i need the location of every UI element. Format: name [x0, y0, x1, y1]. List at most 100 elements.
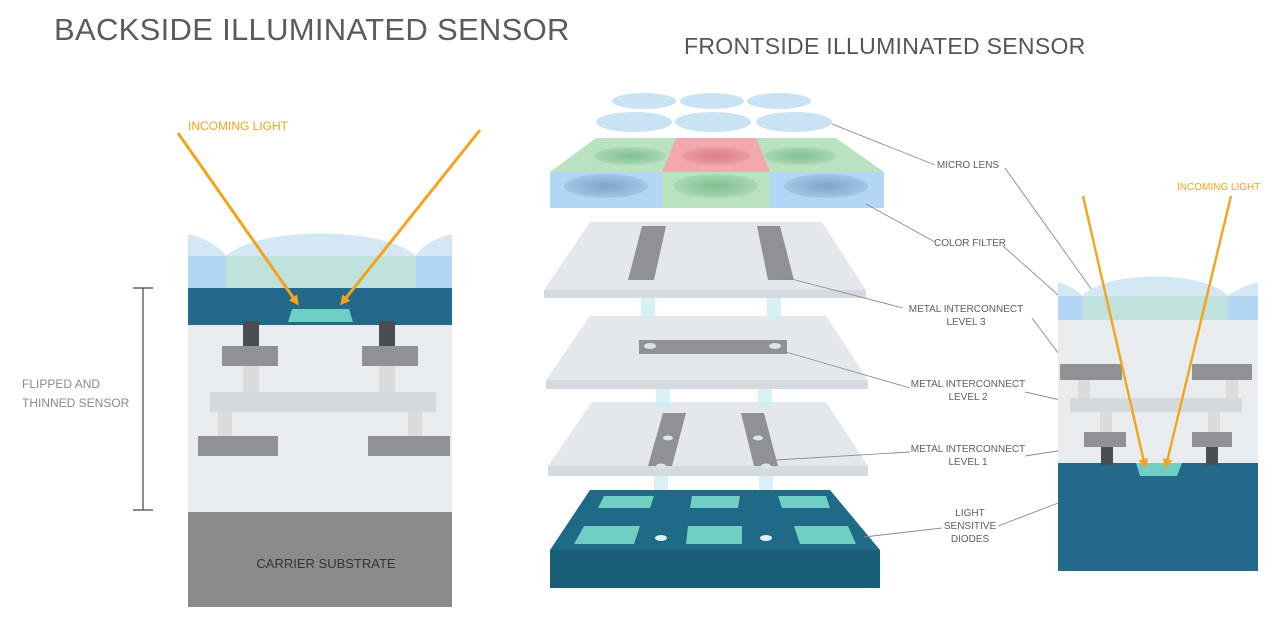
metal-pad [1192, 364, 1252, 380]
via-light [218, 412, 232, 436]
diode [686, 526, 742, 544]
via-dark [1101, 447, 1113, 465]
via-light [1226, 380, 1238, 398]
label-metal1-line2: LEVEL 1 [948, 457, 988, 468]
label-diodes-line1: LIGHT [955, 508, 984, 519]
via-dark [379, 321, 395, 347]
interconnect-plate-level3 [544, 222, 866, 290]
filter-dot [682, 147, 750, 165]
label-color-filter: COLOR FILTER [934, 238, 1006, 249]
via-hole [761, 463, 771, 469]
metal-pad [368, 436, 450, 456]
exploded-stack [544, 93, 884, 588]
leader-metal1 [775, 451, 911, 461]
light-ray [340, 129, 482, 306]
micro-lens [675, 112, 751, 132]
plate-edge [548, 466, 868, 476]
carrier-label: CARRIER SUBSTRATE [256, 556, 395, 571]
incoming-light-label: INCOMING LIGHT [188, 119, 289, 133]
flipped-label-line1: FLIPPED AND [22, 377, 100, 391]
diode [794, 526, 856, 544]
metal-pad [362, 346, 418, 366]
diode [574, 526, 640, 544]
filter-dot [564, 174, 648, 198]
leader-color-filter-right [1002, 245, 1067, 303]
metal-pad [1060, 364, 1122, 380]
via-hole [663, 435, 673, 441]
via-light [1100, 412, 1112, 432]
photodiode [288, 309, 353, 322]
metal-pad [198, 436, 278, 456]
diode [778, 496, 830, 508]
interconnect-bar-level3 [628, 226, 666, 280]
frontside-title: FRONTSIDE ILLUMINATED SENSOR [684, 33, 1086, 59]
filter-dot [594, 147, 666, 165]
pipe-end [655, 535, 667, 541]
diode-substrate-front [550, 550, 880, 588]
light-ray [176, 132, 299, 306]
diode [598, 496, 654, 508]
micro-lens [1082, 276, 1228, 296]
via-hole [644, 343, 656, 349]
backside-title: BACKSIDE ILLUMINATED SENSOR [54, 12, 570, 47]
filter-dot [764, 147, 836, 165]
leader-metal3 [779, 275, 904, 309]
micro-lens-right [416, 234, 452, 256]
via-hole [769, 343, 781, 349]
filter-dot [784, 174, 868, 198]
label-micro-lens: MICRO LENS [937, 160, 1000, 171]
frontside-sensor: INCOMING LIGHT [1058, 182, 1260, 571]
micro-lens [596, 112, 672, 132]
color-filter-green [226, 256, 416, 288]
light-ray [1162, 195, 1233, 469]
micro-lens-left [188, 234, 226, 256]
via-light [379, 366, 395, 392]
photodiode [1136, 463, 1182, 476]
incoming-light-label: INCOMING LIGHT [1177, 182, 1260, 193]
leader-diodes [863, 527, 943, 538]
component-labels: MICRO LENS COLOR FILTER METAL INTERCONNE… [909, 160, 1025, 545]
micro-lens [747, 93, 811, 109]
metal-pad [222, 346, 278, 366]
backside-sensor: CARRIER SUBSTRATE INCOMING LIGHT FLIPPED [22, 119, 482, 607]
diode [690, 496, 740, 508]
via-hole [656, 463, 666, 469]
label-metal3-line2: LEVEL 3 [946, 317, 986, 328]
metal-pad [1192, 432, 1232, 447]
metal-bar [210, 392, 436, 412]
micro-lens [226, 233, 416, 256]
filter-dot [674, 174, 758, 198]
via-light [1208, 412, 1220, 432]
leader-micro-lens [831, 123, 936, 166]
micro-lens-right [1228, 282, 1258, 296]
silicon-layer [1058, 463, 1258, 571]
label-metal2-line1: METAL INTERCONNECT [911, 379, 1025, 390]
via-light [243, 366, 259, 392]
via-dark [243, 321, 259, 347]
label-metal1-line1: METAL INTERCONNECT [911, 444, 1025, 455]
leader-metal2 [785, 351, 911, 389]
micro-lens-left [1058, 282, 1082, 296]
metal-bar [1070, 398, 1242, 412]
interconnect-bar-level2 [639, 340, 787, 354]
micro-lens [612, 93, 676, 109]
label-diodes-line3: DIODES [951, 534, 990, 545]
light-ray [1081, 195, 1149, 469]
interconnect-bar-level3 [757, 226, 794, 280]
leader-color-filter [865, 203, 936, 243]
via-light [1078, 380, 1090, 398]
metal-pad [1084, 432, 1126, 447]
micro-lens [756, 112, 832, 132]
leader-micro-lens-right [1004, 167, 1093, 291]
micro-lens [680, 93, 744, 109]
flipped-label-line2: THINNED SENSOR [22, 396, 130, 410]
via-dark [1206, 447, 1218, 465]
pipe-end [760, 535, 772, 541]
label-diodes-line2: SENSITIVE [944, 521, 997, 532]
plate-edge [544, 290, 866, 298]
carrier-substrate [188, 512, 452, 607]
label-metal3-line1: METAL INTERCONNECT [909, 304, 1023, 315]
via-light [408, 412, 422, 436]
interconnect-plate-level1 [548, 402, 868, 466]
